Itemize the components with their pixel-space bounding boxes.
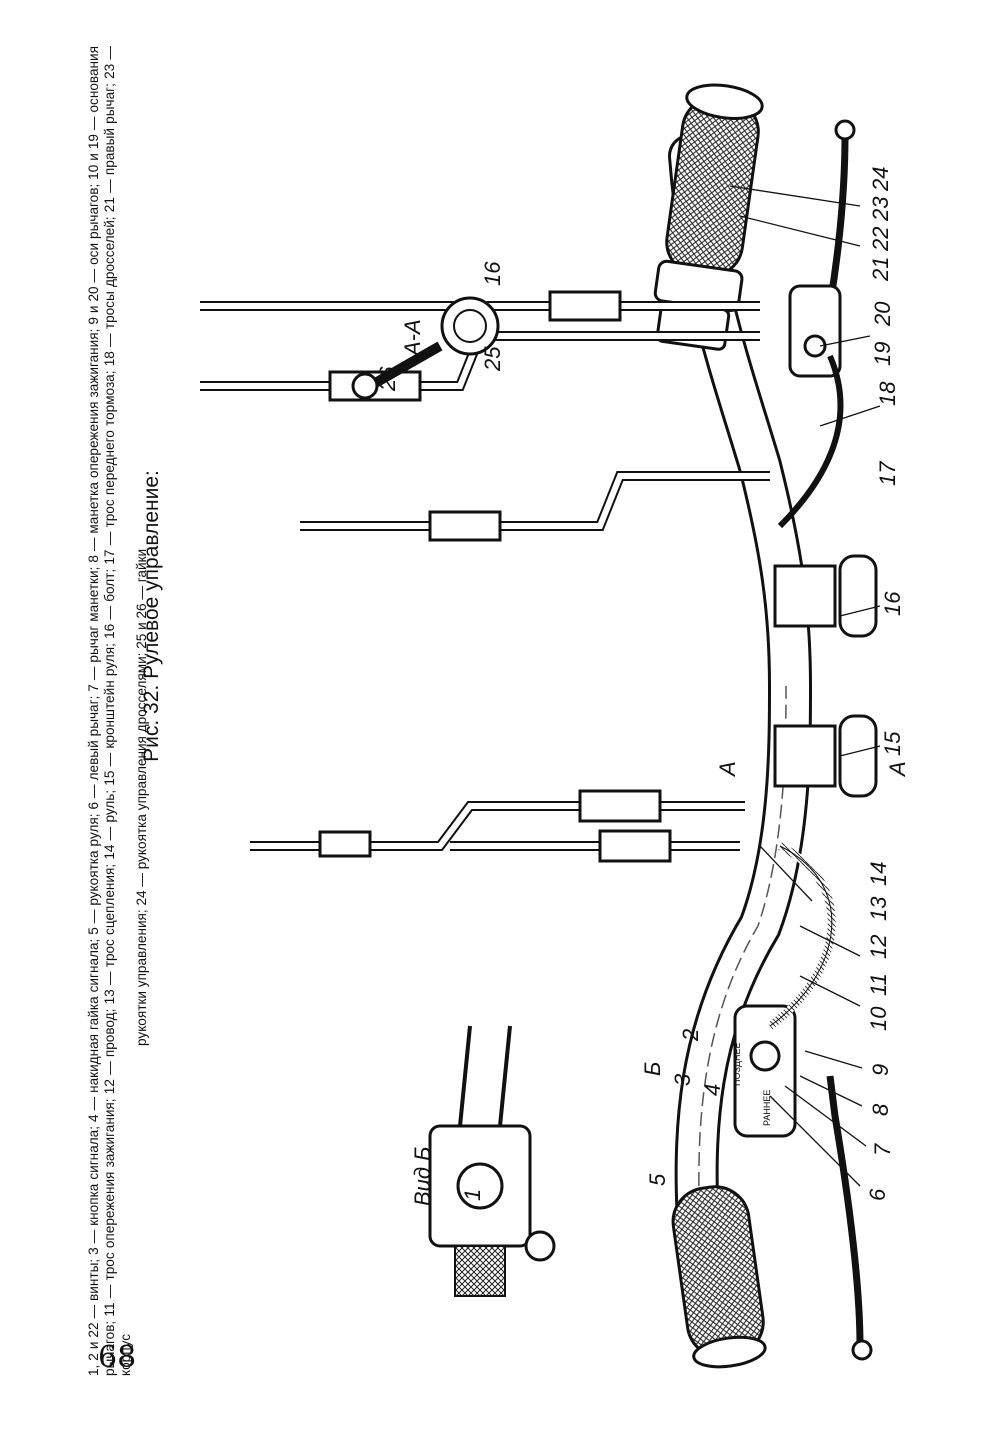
left-grip (671, 1185, 767, 1369)
label-21: 21 (868, 257, 893, 282)
grip-text-early: РАННЕЕ (762, 1090, 772, 1126)
label-5: 5 (645, 1173, 670, 1186)
label-9: 9 (868, 1064, 893, 1076)
label-24: 24 (868, 167, 893, 192)
label-16-section: 16 (480, 261, 505, 286)
view-b-inset (428, 1025, 556, 1297)
left-lever (826, 1075, 864, 1347)
leader-lines (729, 185, 881, 1187)
label-25: 25 (480, 346, 505, 372)
view-b-arrow-label: Б (640, 1062, 665, 1076)
page-number: 68 (98, 1340, 137, 1375)
section-a-a-inset (351, 296, 500, 400)
label-11: 11 (866, 973, 891, 996)
label-26: 26 (375, 366, 400, 392)
section-marker-bottom: А (715, 761, 740, 778)
section-a-a-label: А-А (400, 319, 425, 358)
legend-line-3: рукоятки управления; 24 — рукоятка управ… (134, 548, 149, 1046)
grip-text-late: ПОЗДНЕЕ (732, 1042, 742, 1086)
label-15: 15 (880, 731, 905, 756)
label-14: 14 (866, 862, 891, 886)
label-23: 23 (868, 196, 893, 222)
label-2: 2 (678, 1029, 703, 1042)
label-1: 1 (460, 1189, 485, 1201)
bracket-16 (773, 554, 878, 638)
label-7: 7 (870, 1143, 895, 1156)
label-18: 18 (875, 381, 900, 406)
label-19: 19 (870, 342, 895, 366)
label-4: 4 (700, 1084, 725, 1096)
cable-17 (777, 354, 844, 529)
view-b-label: Вид Б (410, 1146, 435, 1206)
label-12: 12 (866, 935, 891, 959)
label-20: 20 (870, 301, 895, 327)
label-10: 10 (866, 1006, 891, 1031)
bracket-15 (773, 714, 878, 798)
label-13: 13 (866, 896, 891, 921)
label-17: 17 (875, 461, 900, 486)
left-cables (250, 789, 745, 863)
label-16: 16 (880, 591, 905, 616)
figure-legend: 1, 2 и 22 — винты; 3 — кнопка сигнала; 4… (86, 46, 150, 1376)
section-marker-top: А (885, 761, 910, 778)
label-22: 22 (868, 227, 893, 252)
label-8: 8 (868, 1103, 893, 1116)
right-grip (653, 83, 764, 351)
label-6: 6 (865, 1188, 890, 1201)
label-3: 3 (670, 1073, 695, 1086)
